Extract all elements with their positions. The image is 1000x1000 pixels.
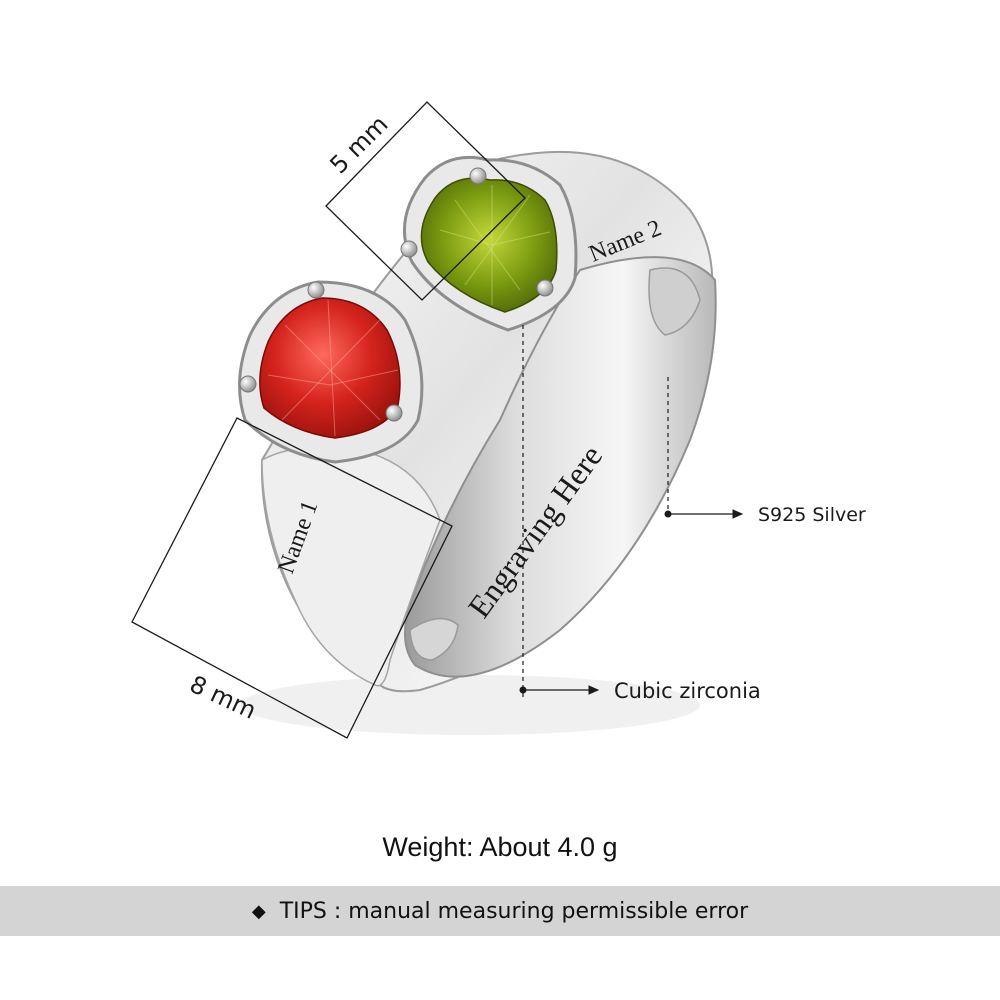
tips-bar: ◆ TIPS : manual measuring permissible er… — [0, 886, 1000, 936]
red-heart-stone — [259, 297, 401, 439]
silver-callout-label: S925 Silver — [758, 504, 866, 526]
red-stone-facets — [267, 299, 399, 437]
dimension-frame-5mm — [325, 101, 526, 301]
dimension-label-8mm: 8 mm — [185, 670, 260, 725]
dimension-label-5mm: 5 mm — [324, 110, 393, 179]
green-stone-facets — [439, 185, 551, 305]
ring-inner-surface — [404, 256, 717, 678]
ring-back-band-lower — [409, 617, 459, 661]
tips-text: TIPS : manual measuring permissible erro… — [279, 898, 749, 924]
dimension-frame-8mm — [131, 417, 453, 739]
prongs — [239, 167, 554, 422]
zirconia-callout-label: Cubic zirconia — [614, 679, 761, 703]
ring-back-band — [648, 267, 701, 336]
weight-text: Weight: About 4.0 g — [382, 832, 618, 862]
green-heart-stone — [420, 177, 558, 313]
diamond-bullet-icon: ◆ — [251, 900, 266, 922]
